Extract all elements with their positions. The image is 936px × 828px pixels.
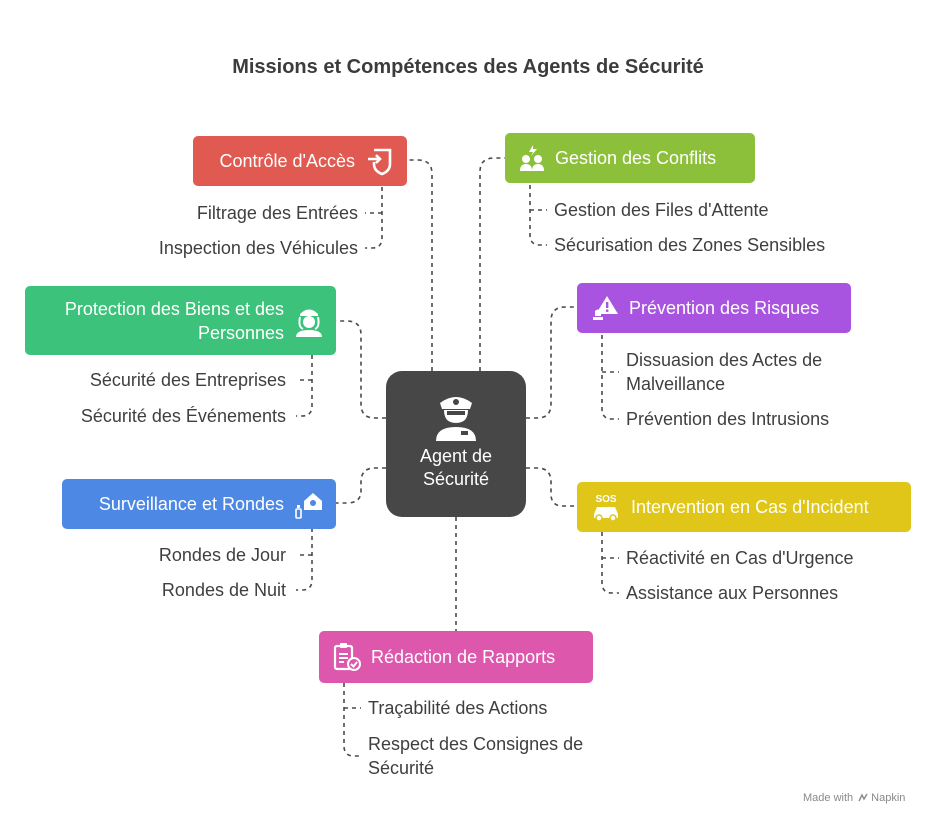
- list-item: Sécurité des Événements: [80, 406, 286, 426]
- branch-surveillance[interactable]: Surveillance et Rondes: [62, 479, 336, 529]
- hazard-warning-icon: [591, 295, 619, 321]
- branch-protection[interactable]: Protection des Biens et des Personnes: [25, 286, 336, 355]
- footer-brand: Napkin: [871, 792, 906, 804]
- list-item: Sécurisation des Zones Sensibles: [554, 235, 826, 255]
- svg-text:SOS: SOS: [595, 494, 616, 505]
- list-item: Filtrage des Entrées: [196, 203, 358, 223]
- conflict-people-icon: [519, 144, 545, 172]
- list-item: Assistance aux Personnes: [626, 583, 839, 603]
- list-item: Gestion des Files d'Attente: [554, 200, 769, 220]
- list-item: Prévention des Intrusions: [626, 409, 830, 429]
- list-item: Inspection des Véhicules: [158, 238, 358, 258]
- sos-car-icon: SOS: [591, 492, 621, 522]
- report-clipboard-icon: [333, 642, 361, 672]
- list-item: Traçabilité des Actions: [368, 698, 548, 718]
- list-item: Dissuasion des Actes de Malveillance: [626, 350, 823, 394]
- branch-gestion-conflits[interactable]: Gestion des Conflits: [505, 133, 755, 183]
- patrol-house-icon: [294, 489, 324, 519]
- branch-redaction[interactable]: Rédaction de Rapports: [319, 631, 593, 683]
- center-label: Agent de Sécurité: [419, 446, 493, 489]
- list-item: Rondes de Nuit: [161, 580, 286, 600]
- footer-text: Made with: [803, 792, 854, 804]
- branch-label: Gestion des Conflits: [555, 148, 717, 168]
- branch-label: Protection des Biens et des Personnes: [64, 298, 284, 343]
- guard-woman-icon: [294, 305, 324, 337]
- branch-intervention[interactable]: SOS Intervention en Cas d'Incident: [577, 482, 911, 532]
- security-guard-icon: [430, 389, 482, 441]
- list-item: Sécurité des Entreprises: [89, 370, 286, 390]
- access-entry-icon: [365, 146, 395, 176]
- list-item: Respect des Consignes de Sécurité: [368, 734, 584, 778]
- branch-label: Rédaction de Rapports: [371, 647, 556, 667]
- page-title: Missions et Compétences des Agents de Sé…: [232, 56, 704, 78]
- branch-label: Surveillance et Rondes: [98, 494, 284, 514]
- branch-label: Contrôle d'Accès: [219, 151, 355, 171]
- list-item: Rondes de Jour: [158, 545, 286, 565]
- footer-watermark: Made with Napkin: [803, 792, 905, 804]
- center-node: Agent de Sécurité: [386, 371, 526, 517]
- branch-prevention-risques[interactable]: Prévention des Risques: [577, 283, 851, 333]
- branch-label: Intervention en Cas d'Incident: [631, 497, 869, 517]
- branch-label: Prévention des Risques: [629, 298, 820, 318]
- branch-controle-acces[interactable]: Contrôle d'Accès: [193, 136, 407, 186]
- napkin-logo-icon: [858, 793, 868, 803]
- list-item: Réactivité en Cas d'Urgence: [626, 548, 854, 568]
